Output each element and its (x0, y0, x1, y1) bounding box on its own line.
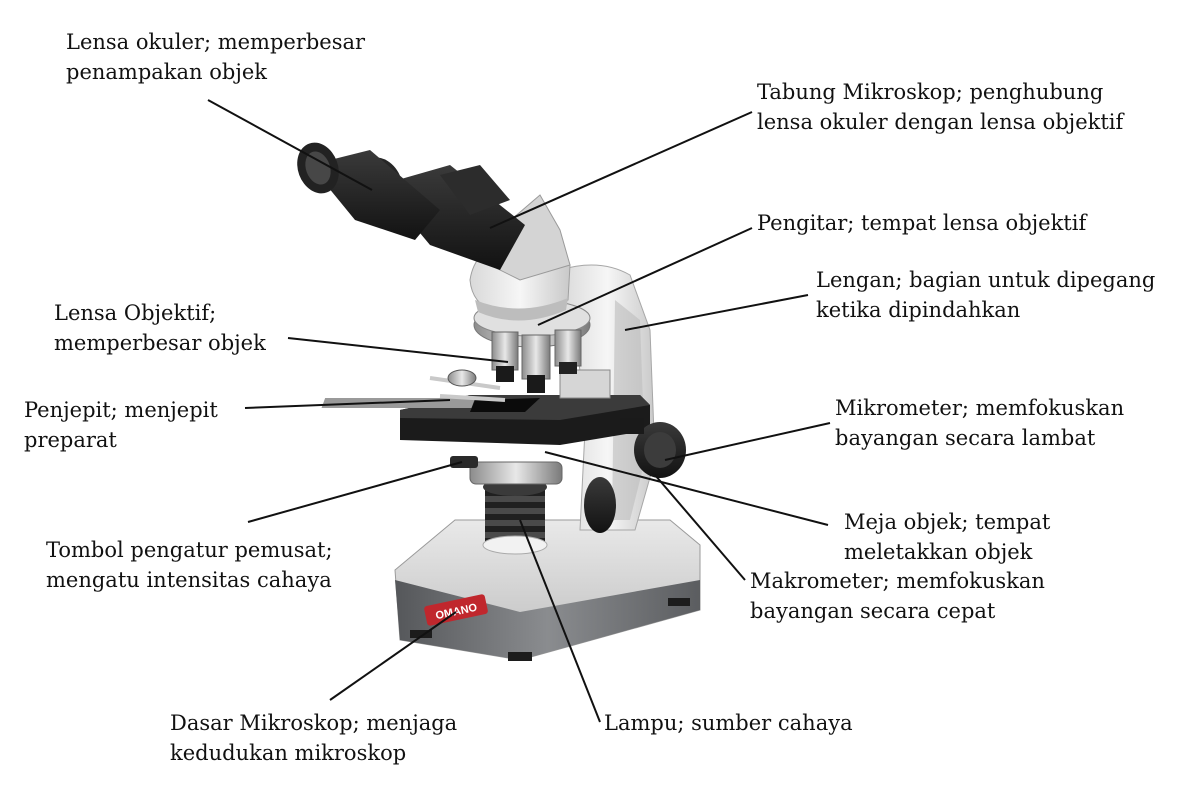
stage-clips (429, 369, 506, 402)
label-arm-line2: ketika dipindahkan (816, 298, 1021, 322)
eyepiece-tubes (297, 142, 525, 270)
label-stage-line1: Meja objek; tempat (844, 510, 1051, 534)
label-clip-line2: preparat (24, 428, 117, 452)
label-objective-line1: Lensa Objektif; (54, 301, 217, 325)
leader-objective (287, 337, 509, 363)
label-arm-line1: Lengan; bagian untuk dipegang (816, 268, 1156, 292)
label-coarse-focus-line2: bayangan secara cepat (750, 599, 996, 623)
label-revolver-line1: Pengitar; tempat lensa objektif (757, 211, 1087, 235)
leader-eyepiece (207, 99, 373, 191)
leader-stage (544, 451, 829, 526)
leader-revolver (537, 227, 753, 326)
leader-condenser (247, 461, 463, 523)
label-clip: Penjepit; menjepit preparat (24, 395, 218, 455)
label-lamp-line1: Lampu; sumber cahaya (604, 711, 853, 735)
label-fine-focus-line1: Mikrometer; memfokuskan (835, 396, 1125, 420)
condenser (450, 456, 563, 485)
label-lamp: Lampu; sumber cahaya (604, 708, 853, 738)
label-eyepiece: Lensa okuler; memperbesar penampakan obj… (66, 27, 365, 87)
leader-lines (207, 99, 831, 723)
label-stage: Meja objek; tempat meletakkan objek (844, 507, 1050, 567)
label-tube: Tabung Mikroskop; penghubung lensa okule… (757, 77, 1123, 137)
label-stage-line2: meletakkan objek (844, 540, 1033, 564)
label-eyepiece-line2: penampakan objek (66, 60, 267, 84)
stage-platform (321, 369, 650, 445)
label-revolver: Pengitar; tempat lensa objektif (757, 208, 1086, 238)
label-coarse-focus: Makrometer; memfokuskan bayangan secara … (750, 566, 1045, 626)
leader-lamp (519, 519, 601, 723)
leader-fine-focus (664, 422, 831, 461)
label-base-line2: kedudukan mikroskop (170, 741, 407, 765)
label-clip-line1: Penjepit; menjepit (24, 398, 218, 422)
label-arm: Lengan; bagian untuk dipegang ketika dip… (816, 265, 1155, 325)
leader-coarse-focus (654, 474, 746, 581)
leader-arm (624, 294, 809, 331)
leader-clip (244, 399, 451, 409)
leader-base (329, 611, 457, 701)
label-base-line1: Dasar Mikroskop; menjaga (170, 711, 458, 735)
label-eyepiece-line1: Lensa okuler; memperbesar (66, 30, 366, 54)
leader-tube (489, 111, 753, 229)
label-condenser-knob-line2: mengatu intensitas cahaya (46, 568, 332, 592)
label-objective-line2: memperbesar objek (54, 331, 266, 355)
label-tube-line2: lensa okuler dengan lensa objektif (757, 110, 1124, 134)
label-condenser-knob: Tombol pengatur pemusat; mengatu intensi… (46, 535, 333, 595)
label-fine-focus-line2: bayangan secara lambat (835, 426, 1096, 450)
label-condenser-knob-line1: Tombol pengatur pemusat; (46, 538, 333, 562)
label-coarse-focus-line1: Makrometer; memfokuskan (750, 569, 1045, 593)
label-base: Dasar Mikroskop; menjaga kedudukan mikro… (170, 708, 457, 768)
lamp-housing (482, 478, 548, 555)
label-fine-focus: Mikrometer; memfokuskan bayangan secara … (835, 393, 1124, 453)
label-objective: Lensa Objektif; memperbesar objek (54, 298, 266, 358)
label-tube-line1: Tabung Mikroskop; penghubung (757, 80, 1104, 104)
